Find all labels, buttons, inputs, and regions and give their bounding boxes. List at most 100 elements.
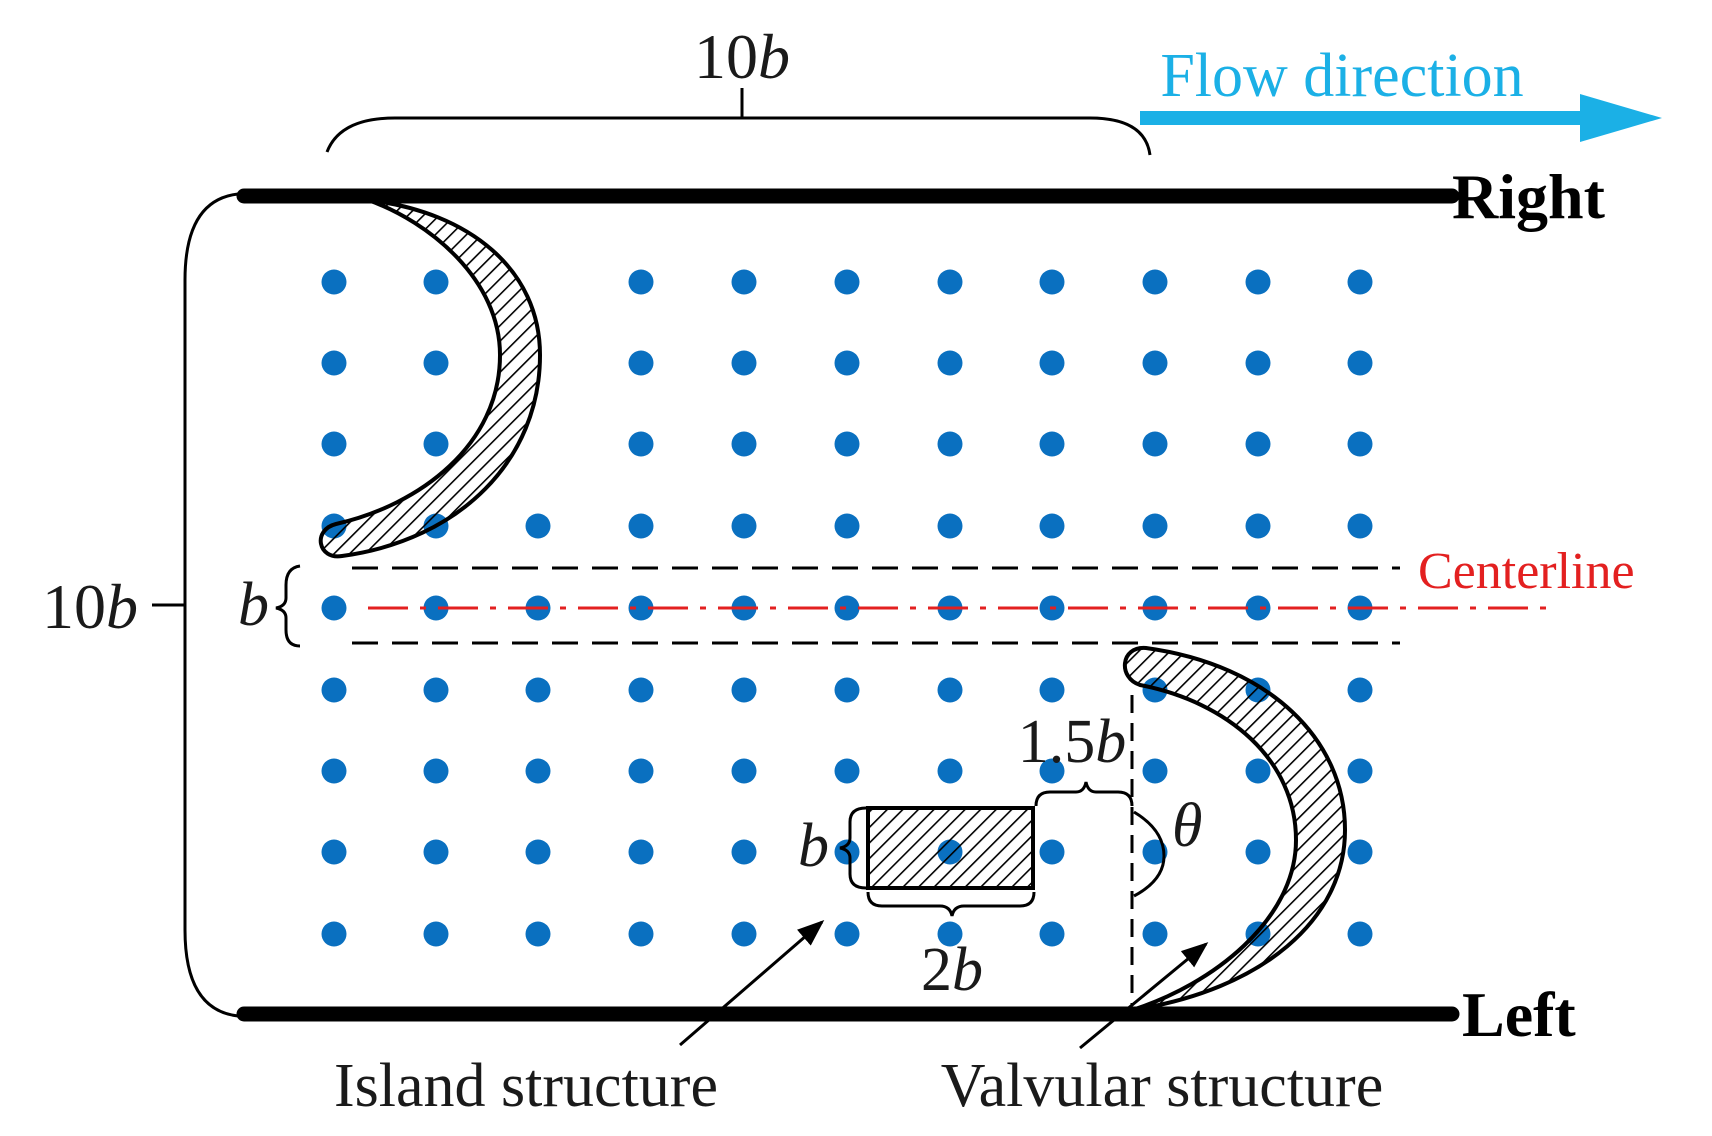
particle-dot [1142, 269, 1168, 295]
particle-dot [834, 921, 860, 947]
island-width-label: 2b [921, 936, 983, 1004]
valve-pointer-arrow [1079, 942, 1209, 1050]
particle-dot [628, 431, 654, 457]
particle-dot [731, 431, 757, 457]
particle-dot [1142, 513, 1168, 539]
particle-dot [525, 513, 551, 539]
left-height-brace [183, 192, 239, 1018]
particle-dot [423, 350, 449, 376]
particle-dot [731, 513, 757, 539]
particle-dot [937, 269, 963, 295]
particle-dot [1347, 921, 1373, 947]
particle-dot [1142, 758, 1168, 784]
particle-grid [321, 269, 1373, 947]
particle-dot [1039, 350, 1065, 376]
particle-dot [1347, 839, 1373, 865]
particle-dot [834, 595, 860, 621]
particle-dot [937, 513, 963, 539]
particle-dot [321, 758, 347, 784]
particle-dot [834, 350, 860, 376]
particle-dot [321, 921, 347, 947]
particle-dot [525, 758, 551, 784]
particle-dot [1039, 677, 1065, 703]
particle-dot [1245, 839, 1271, 865]
offset-brace [1034, 781, 1134, 807]
island-structure [866, 806, 1035, 890]
left-label: Left [1462, 979, 1576, 1050]
particle-dot [1039, 921, 1065, 947]
particle-dot [321, 677, 347, 703]
particle-dot [834, 269, 860, 295]
angle-label: θ [1172, 792, 1202, 860]
particle-dot [628, 921, 654, 947]
particle-dot [937, 677, 963, 703]
gap-label: b [238, 571, 269, 639]
particle-dot [731, 839, 757, 865]
particle-dot [321, 350, 347, 376]
particle-dot [1245, 350, 1271, 376]
particle-dot [1039, 758, 1065, 784]
island-height-label: b [798, 812, 829, 880]
particle-dot [525, 921, 551, 947]
top-width-label: 10b [694, 21, 790, 92]
particle-dot [937, 431, 963, 457]
particle-dot [1245, 431, 1271, 457]
left-height-label: 10b [42, 571, 138, 642]
particle-dot [525, 839, 551, 865]
particle-dot [423, 431, 449, 457]
gap-brace [275, 564, 301, 648]
particle-dot [937, 350, 963, 376]
particle-dot [423, 677, 449, 703]
particle-dot [834, 758, 860, 784]
particle-dot [423, 758, 449, 784]
particle-dot [1245, 269, 1271, 295]
particle-dot [1142, 431, 1168, 457]
particle-dot [525, 677, 551, 703]
particle-dot [423, 921, 449, 947]
valvular-structure-label: Valvular structure [941, 1052, 1383, 1120]
particle-dot [1142, 921, 1168, 947]
particle-dot [1039, 269, 1065, 295]
centerline-label: Centerline [1418, 543, 1635, 600]
lower-valve [1123, 645, 1347, 1012]
particle-dot [628, 513, 654, 539]
particle-dot [834, 431, 860, 457]
flow-direction-label: Flow direction [1160, 42, 1523, 110]
particle-dot [423, 269, 449, 295]
particle-dot [1039, 431, 1065, 457]
island-structure-label: Island structure [334, 1052, 718, 1120]
particle-dot [731, 921, 757, 947]
particle-dot [834, 677, 860, 703]
particle-dot [628, 677, 654, 703]
particle-dot [731, 269, 757, 295]
particle-dot [1245, 595, 1271, 621]
particle-dot [1039, 513, 1065, 539]
particle-dot [731, 677, 757, 703]
right-label: Right [1452, 161, 1606, 232]
particle-dot [628, 350, 654, 376]
particle-dot [1347, 758, 1373, 784]
particle-dot [1039, 839, 1065, 865]
particle-dot [321, 595, 347, 621]
particle-dot [628, 758, 654, 784]
upper-valve [318, 198, 542, 559]
particle-dot [1347, 431, 1373, 457]
offset-label: 1.5b [1018, 708, 1127, 776]
particle-dot [423, 595, 449, 621]
particle-dot [731, 350, 757, 376]
particle-dot [1347, 269, 1373, 295]
particle-dot [321, 269, 347, 295]
island-height-brace [839, 806, 867, 890]
particle-dot [628, 839, 654, 865]
island-pointer-arrow [679, 920, 825, 1047]
particle-dot [1347, 513, 1373, 539]
particle-dot [1347, 677, 1373, 703]
particle-dot [1347, 350, 1373, 376]
particle-dot [1142, 350, 1168, 376]
particle-dot [834, 513, 860, 539]
top-width-brace [325, 116, 1152, 156]
angle-arc [1133, 810, 1166, 898]
particle-dot [1245, 758, 1271, 784]
particle-dot [321, 839, 347, 865]
